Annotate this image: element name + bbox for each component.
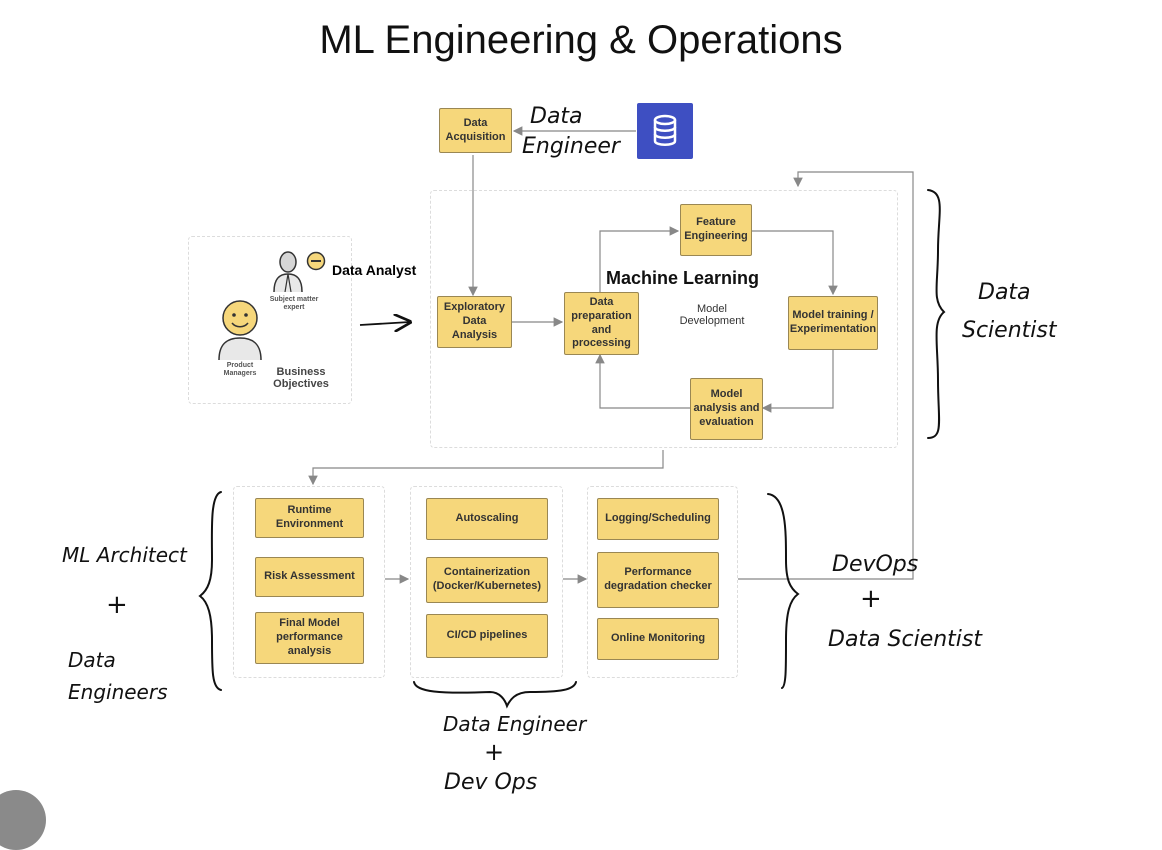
left-bracket xyxy=(198,491,222,691)
data-scientist-bottom-note: Data Scientist xyxy=(828,627,982,652)
performance-degradation-box: Performance degradation checker xyxy=(597,552,719,608)
arrow-evaluation-to-prep xyxy=(595,353,690,409)
plus-left: + xyxy=(106,590,128,620)
risk-assessment-box: Risk Assessment xyxy=(255,557,364,597)
bottom-brace xyxy=(413,681,577,709)
data-scientist-note-line1: Data xyxy=(978,280,1031,305)
arrow-ml-to-ops xyxy=(308,450,664,486)
data-engineer-note-line2: Engineer xyxy=(522,134,620,159)
business-objectives-label: Business Objectives xyxy=(273,366,329,390)
right-bracket xyxy=(767,493,800,689)
arrow-feature-to-training xyxy=(752,230,838,296)
devops-note: DevOps xyxy=(832,552,919,577)
arrow-business-to-eda xyxy=(359,322,410,325)
business-region xyxy=(188,236,352,404)
ml-heading: Machine Learning xyxy=(606,268,760,288)
plus-right: + xyxy=(860,584,882,614)
data-acquisition-box: Data Acquisition xyxy=(439,108,512,153)
logging-scheduling-box: Logging/Scheduling xyxy=(597,498,719,540)
model-evaluation-box: Model analysis and evaluation xyxy=(690,378,763,440)
devops-bottom-note: Dev Ops xyxy=(444,770,538,795)
ml-architect-note: ML Architect xyxy=(62,543,187,567)
model-training-box: Model training / Experimentation xyxy=(788,296,878,350)
arrow-feedback-loop xyxy=(738,171,914,580)
final-model-performance-box: Final Model performance analysis xyxy=(255,612,364,664)
autoscaling-box: Autoscaling xyxy=(426,498,548,540)
eda-box: Exploratory Data Analysis xyxy=(437,296,512,348)
model-development-label: Model Development xyxy=(679,303,745,327)
product-managers-label: Product Managers xyxy=(223,362,257,377)
page-title: ML Engineering & Operations xyxy=(319,18,843,62)
data-engineer-note-line1: Data xyxy=(530,104,583,129)
arrow-training-to-evaluation xyxy=(761,350,834,413)
ops-col2-region xyxy=(410,486,563,678)
containerization-box: Containerization (Docker/Kubernetes) xyxy=(426,557,548,603)
data-scientist-bracket xyxy=(927,189,946,439)
subject-matter-expert-icon xyxy=(270,250,306,293)
data-engineers-note-line1: Data xyxy=(68,648,116,672)
database-icon xyxy=(637,103,693,159)
connectors xyxy=(198,126,946,709)
ops-col1-region xyxy=(233,486,385,678)
feature-engineering-box: Feature Engineering xyxy=(680,204,752,256)
product-manager-icon xyxy=(215,298,265,361)
plus-bottom: + xyxy=(484,738,505,766)
online-monitoring-box: Online Monitoring xyxy=(597,618,719,660)
sme-label: Subject matter expert xyxy=(269,296,319,311)
data-prep-box: Data preparation and processing xyxy=(564,292,639,355)
runtime-environment-box: Runtime Environment xyxy=(255,498,364,538)
cicd-pipelines-box: CI/CD pipelines xyxy=(426,614,548,658)
ml-region xyxy=(430,190,898,448)
data-engineers-note-line2: Engineers xyxy=(68,680,168,704)
ops-col3-region xyxy=(587,486,738,678)
data-scientist-note-line2: Scientist xyxy=(962,318,1057,343)
data-engineer-bottom-note: Data Engineer xyxy=(443,712,587,736)
data-analyst-label: Data Analyst xyxy=(332,262,417,278)
arrow-prep-to-feature xyxy=(599,226,680,292)
minus-circle-icon xyxy=(306,251,326,271)
